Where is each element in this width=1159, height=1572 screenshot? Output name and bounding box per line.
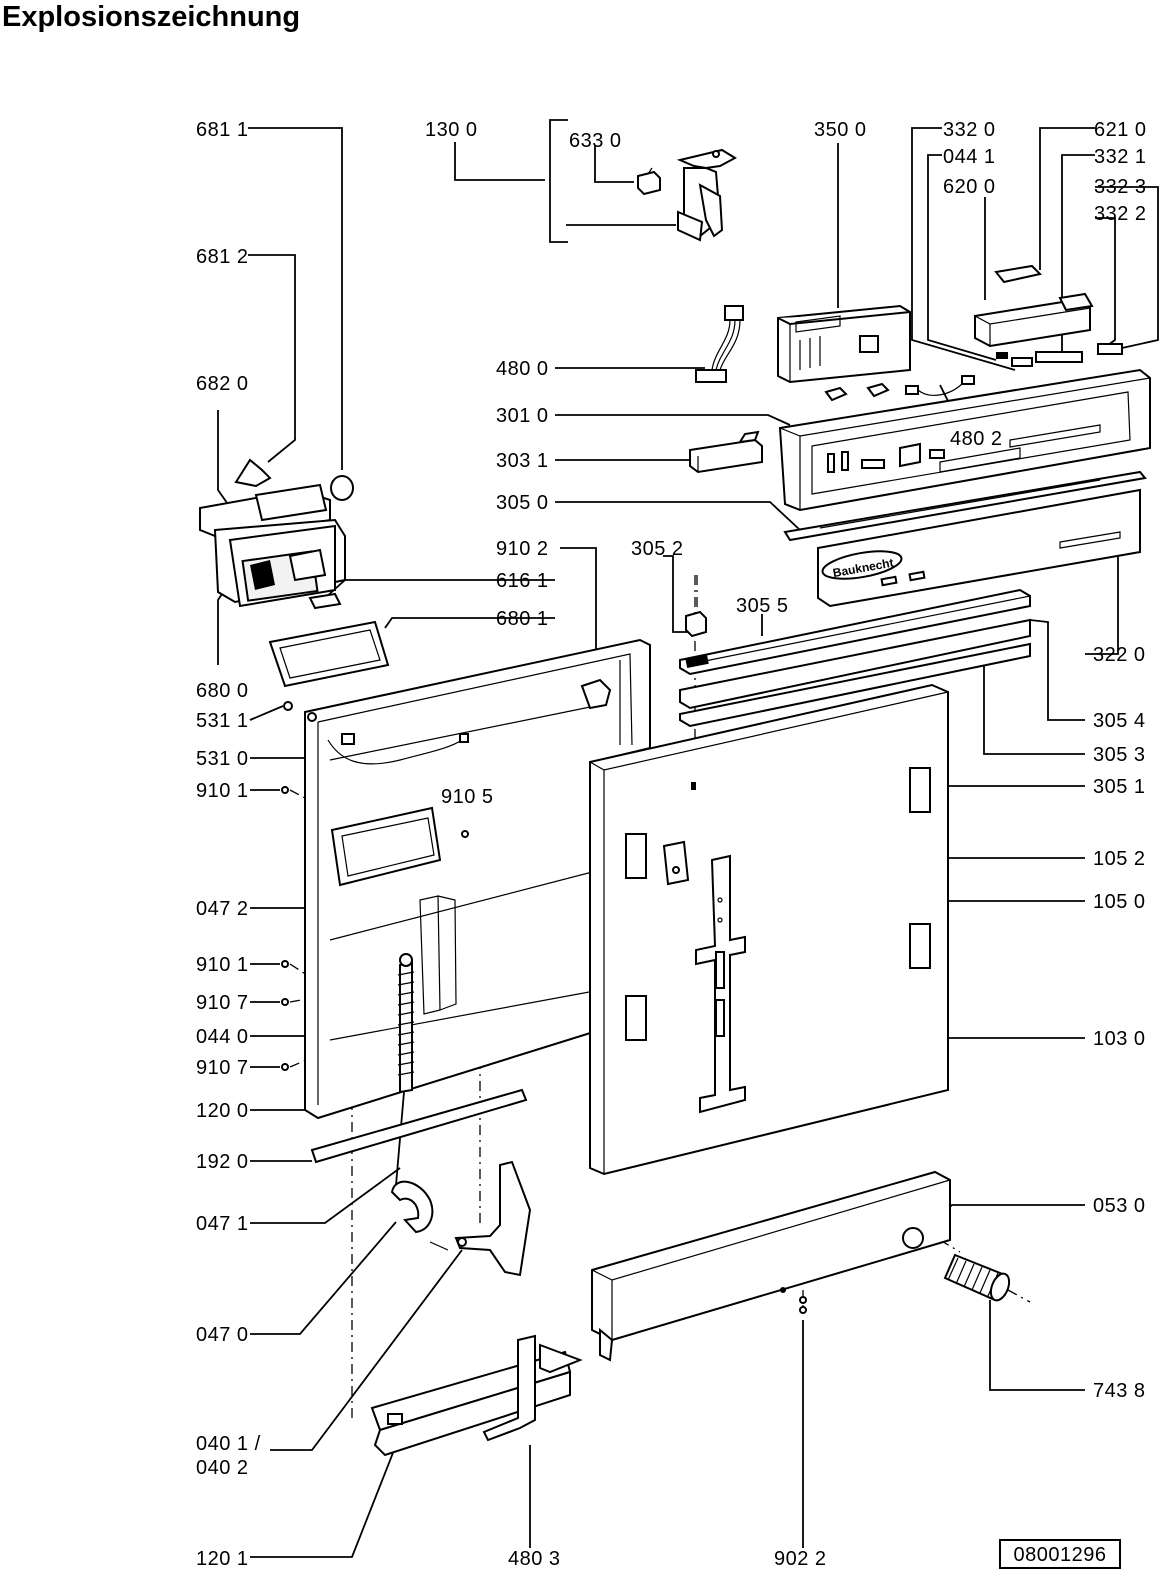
control-panel-301-0 [778,368,1151,512]
label-682-0: 682 0 [196,373,249,395]
label-053-0: 053 0 [1093,1195,1146,1217]
label-305-1: 305 1 [1093,776,1146,798]
label-044-1: 044 1 [943,146,996,168]
microswitch-633-0 [637,167,661,196]
label-910-2: 910 2 [496,538,549,560]
label-332-2: 332 2 [1094,203,1147,225]
label-044-0: 044 0 [196,1026,249,1048]
label-192-0: 192 0 [196,1151,249,1173]
buttons-332 [996,343,1123,367]
programmer-620-0 [974,292,1094,348]
label-305-5: 305 5 [736,595,789,617]
label-120-1: 120 1 [196,1548,249,1570]
part-681-1 [330,475,354,501]
gasket-680-1 [268,620,390,688]
drawing-number: 08001296 [1014,1544,1107,1566]
label-633-0: 633 0 [569,130,622,152]
hook-047-0 [390,1180,449,1251]
label-305-2: 305 2 [631,538,684,560]
part-labels: 681 1 681 2 682 0 680 0 531 1 531 0 910 … [196,119,1147,1570]
label-680-0: 680 0 [196,680,249,702]
label-480-0: 480 0 [496,358,549,380]
label-130-0: 130 0 [425,119,478,141]
label-910-1-b: 910 1 [196,954,249,976]
part-303-1 [689,430,763,474]
front-door-103-0 [589,683,949,1176]
label-305-4: 305 4 [1093,710,1146,732]
label-301-0: 301 0 [496,405,549,427]
label-681-1: 681 1 [196,119,249,141]
inner-door-120-0 [304,638,651,1120]
label-350-0: 350 0 [814,119,867,141]
label-531-1: 531 1 [196,710,249,732]
label-910-1: 910 1 [196,780,249,802]
label-620-0: 620 0 [943,176,996,198]
label-910-5: 910 5 [441,786,494,808]
rail-assembly-305 [679,588,1031,728]
part-681-2 [234,458,272,488]
label-480-3: 480 3 [508,1548,561,1570]
label-303-1: 303 1 [496,450,549,472]
label-047-1: 047 1 [196,1213,249,1235]
strip-192-0 [310,1088,528,1164]
label-680-1: 680 1 [496,608,549,630]
wiring-harness-480-0 [695,305,744,383]
label-047-0: 047 0 [196,1324,249,1346]
label-305-3: 305 3 [1093,744,1146,766]
fascia-322-0: Bauknecht [817,488,1141,608]
label-910-7: 910 7 [196,992,249,1014]
label-103-0: 103 0 [1093,1028,1146,1050]
drawing-number-box: 08001296 [999,1539,1121,1569]
label-681-2: 681 2 [196,246,249,268]
label-322-0: 322 0 [1093,644,1146,666]
label-743-8: 743 8 [1093,1380,1146,1402]
label-910-7-b: 910 7 [196,1057,249,1079]
label-040-2: 040 2 [196,1457,249,1479]
label-902-2: 902 2 [774,1548,827,1570]
label-621-0: 621 0 [1094,119,1147,141]
reinforcement-105-0 [695,854,746,1114]
part-616-1 [308,592,342,610]
cable-480-2 [905,375,975,396]
label-332-1: 332 1 [1094,146,1147,168]
label-480-2: 480 2 [950,428,1003,450]
label-332-3: 332 3 [1094,176,1147,198]
screws [281,701,469,1071]
label-047-2: 047 2 [196,898,249,920]
page-title: Explosionszeichnung [2,1,301,33]
clips-under-350 [824,382,890,402]
hinge-bracket-130-0 [676,148,738,242]
board-621-0 [994,264,1042,284]
label-120-0: 120 0 [196,1100,249,1122]
dispenser-680-0 [199,483,346,608]
label-040-1: 040 1 / [196,1433,261,1455]
rail-305-0 [783,470,1147,542]
label-332-0: 332 0 [943,119,996,141]
bottom-bar-053-0 [591,1170,951,1362]
label-305-0: 305 0 [496,492,549,514]
label-616-1: 616 1 [496,570,549,592]
hinge-plate-040 [454,1160,532,1277]
label-105-0: 105 0 [1093,891,1146,913]
control-module-350-0 [777,304,911,384]
label-105-2: 105 2 [1093,848,1146,870]
label-531-0: 531 0 [196,748,249,770]
spring-044-0 [395,953,415,1186]
spring-743-8 [943,1253,1011,1302]
lower-bracket-120-1 [370,1334,583,1457]
